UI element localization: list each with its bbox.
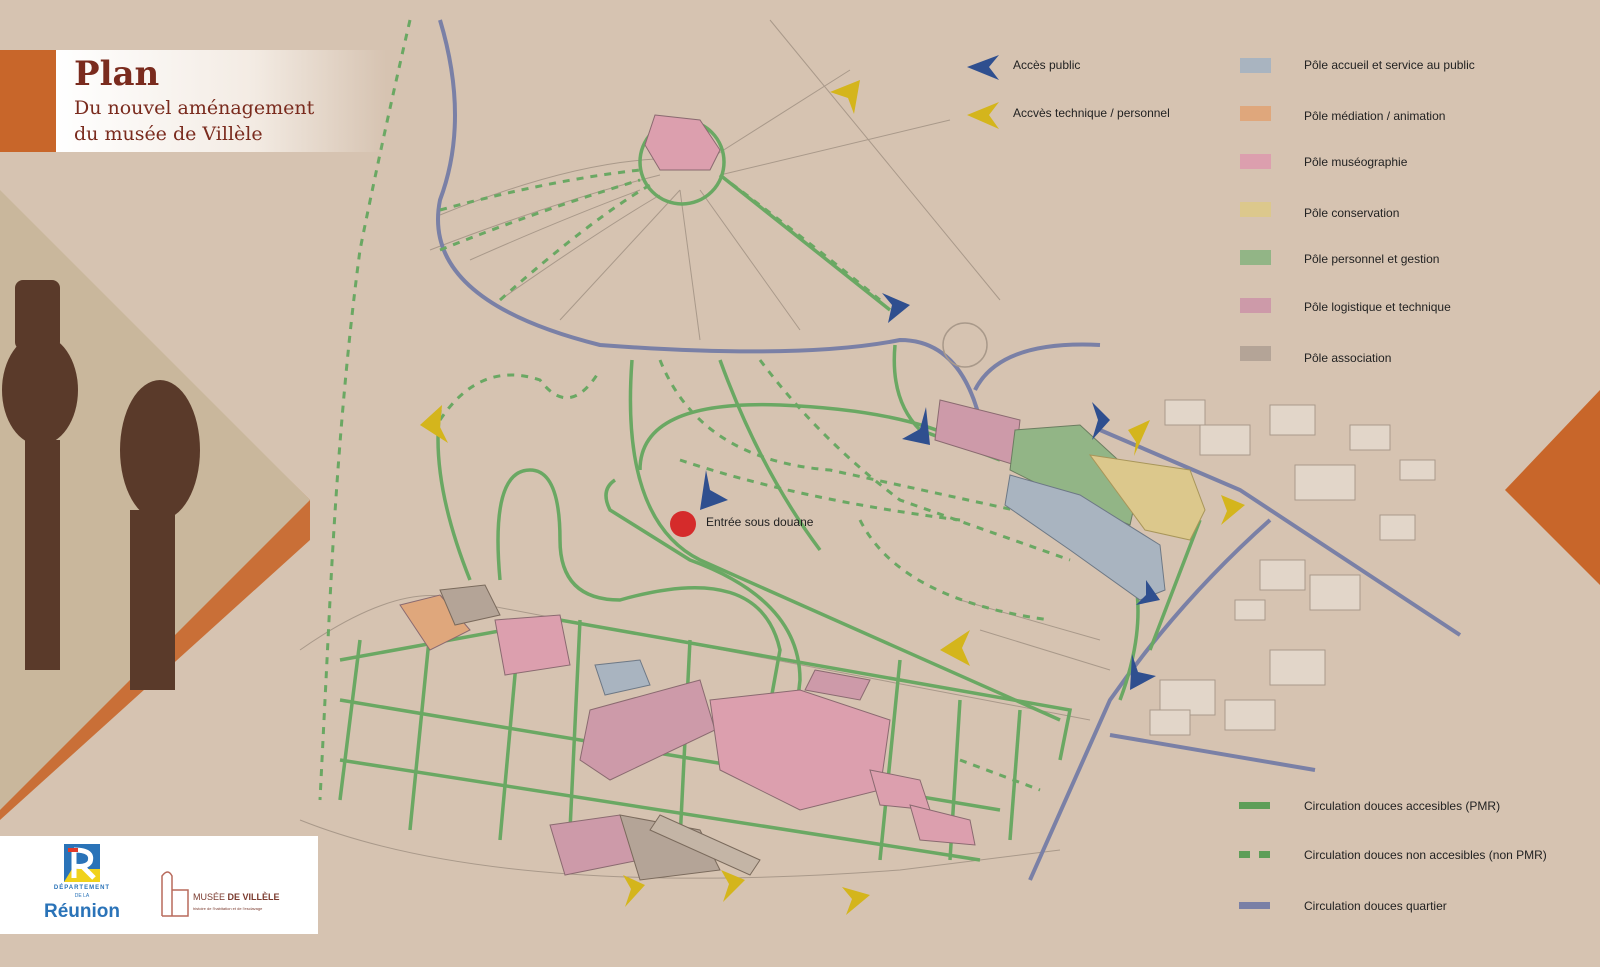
musee-logo-tagline: histoire de l'habitation et de l'esclava…: [193, 906, 263, 911]
legend-pole-association: Pôle association: [1304, 351, 1392, 365]
legend-district-path: Circulation douces quartier: [1304, 899, 1447, 913]
legend-pole-personnel: Pôle personnel et gestion: [1304, 252, 1440, 266]
legend-pole-logistique: Pôle logistique et technique: [1304, 300, 1451, 314]
departement-logo-name: Réunion: [44, 901, 120, 922]
musee-logo-text: MUSÉE DE VILLÈLE: [193, 892, 280, 903]
swatch-non-accessible-path: [1239, 851, 1270, 858]
historical-engraving-image: [0, 190, 310, 810]
non-accessible-paths: [318, 19, 1071, 801]
legend-accessible-path: Circulation douces accesibles (PMR): [1304, 799, 1501, 813]
page-title: Plan: [74, 54, 160, 94]
musee-logo-name: DE VILLÈLE: [227, 892, 280, 902]
legend-pole-museographie: Pôle muséographie: [1304, 155, 1408, 169]
page-subtitle-line2: du musée de Villèle: [74, 123, 263, 145]
technical-access-arrows: [420, 80, 1245, 915]
page-subtitle-line1: Du nouvel aménagement: [74, 97, 315, 119]
roundabout: [942, 322, 988, 368]
title-accent-bar: [0, 50, 56, 152]
musee-villele-logo-icon: [161, 871, 189, 917]
legend-technical-access: Accvès technique / personnel: [1013, 106, 1170, 120]
chapel: [644, 114, 721, 171]
customs-entry-marker: [670, 511, 696, 537]
technical-access-arrow-icon: [967, 102, 999, 129]
swatch-pole-personnel: [1240, 250, 1271, 265]
swatch-district-path: [1239, 902, 1270, 909]
legend-public-access: Accès public: [1013, 58, 1081, 72]
departement-logo-text-mid: DE LA: [74, 893, 90, 899]
swatch-pole-mediation: [1240, 106, 1271, 121]
customs-entry-label: Entrée sous douane: [706, 515, 814, 529]
swatch-pole-association: [1240, 346, 1271, 361]
decorative-triangle: [1505, 390, 1600, 585]
title-panel: [56, 50, 386, 152]
swatch-accessible-path: [1239, 802, 1270, 809]
district-road: [436, 19, 1462, 881]
swatch-pole-logistique: [1240, 298, 1271, 313]
public-access-arrow-icon: [967, 55, 999, 80]
logos-panel: [0, 836, 318, 934]
legend-pole-accueil: Pôle accueil et service au public: [1304, 58, 1475, 72]
buildings: [399, 114, 1206, 881]
musee-logo-prefix: MUSÉE: [193, 892, 226, 902]
legend-pole-mediation: Pôle médiation / animation: [1304, 109, 1446, 123]
public-access-arrows: [700, 293, 1160, 690]
swatch-pole-accueil: [1240, 58, 1271, 73]
legend-pole-conservation: Pôle conservation: [1304, 206, 1400, 220]
swatch-pole-conservation: [1240, 202, 1271, 217]
legend-non-accessible-path: Circulation douces non accesibles (non P…: [1304, 848, 1547, 862]
swatch-pole-museographie: [1240, 154, 1271, 169]
departement-reunion-logo-icon: [64, 844, 100, 882]
neighbourhood-houses: [1149, 399, 1436, 736]
departement-logo-text-top: DÉPARTEMENT: [53, 885, 111, 891]
